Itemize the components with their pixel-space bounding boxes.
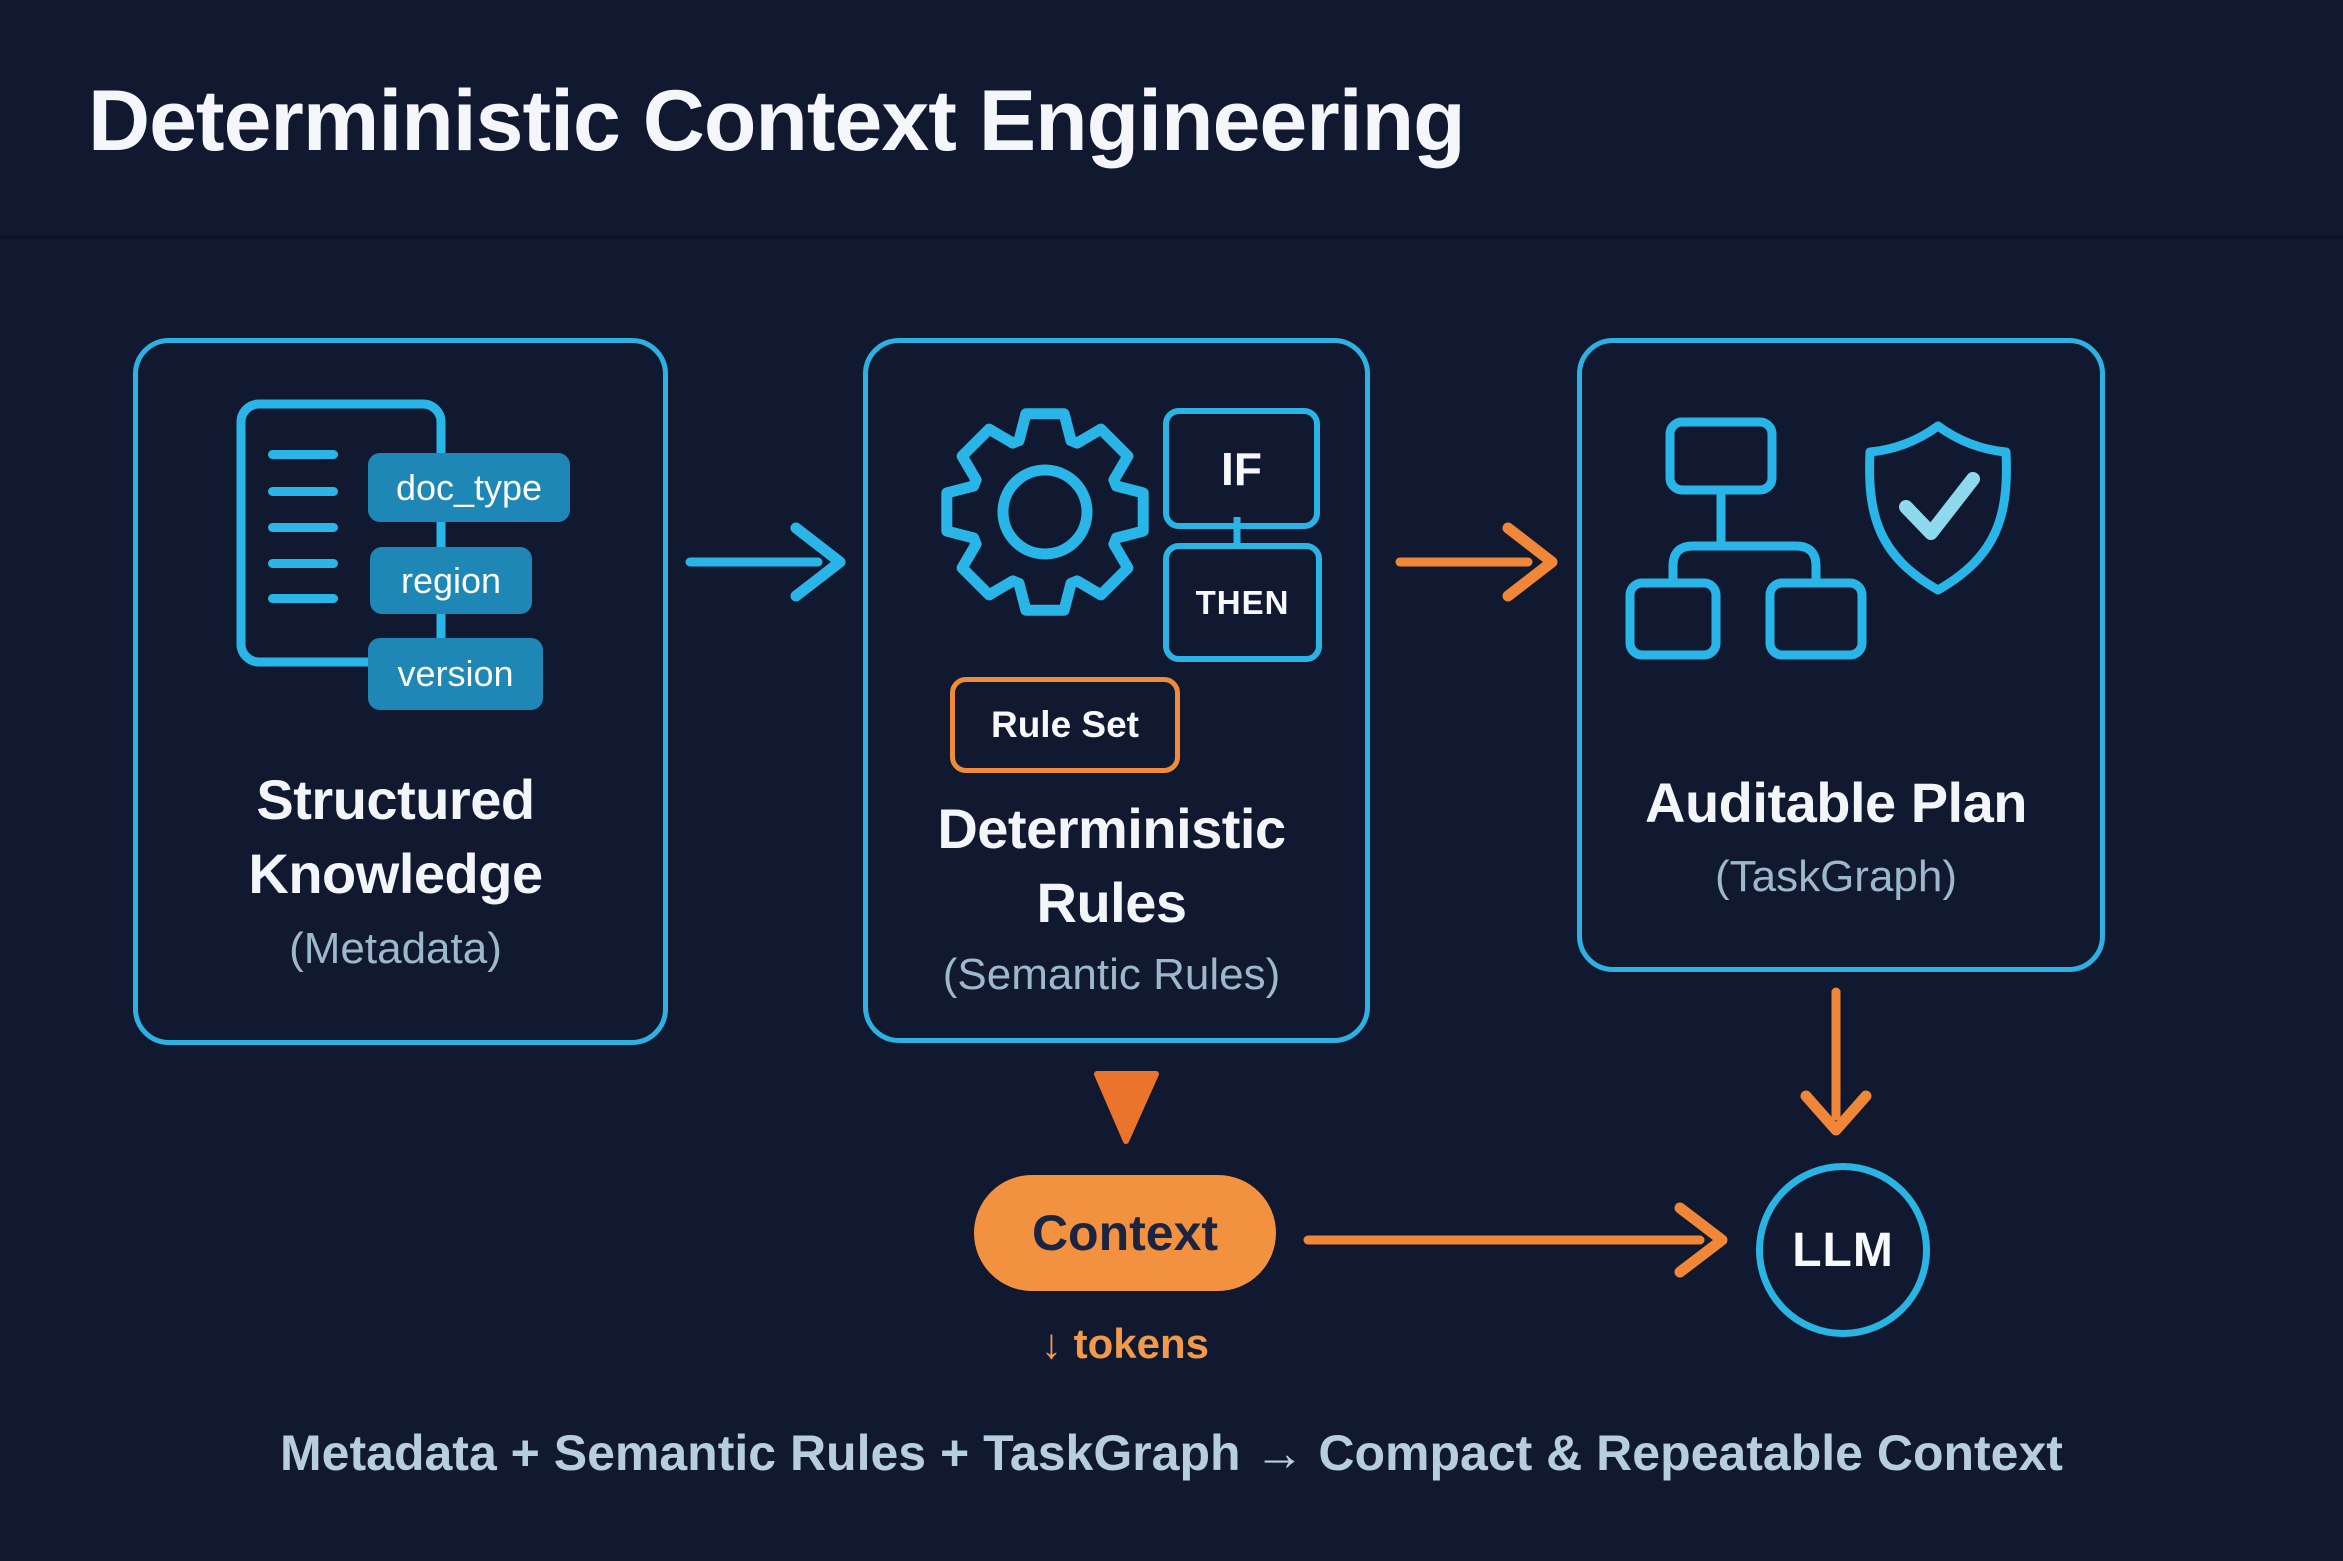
arrow-knowledge-to-rules — [685, 522, 846, 602]
context-pill: Context — [974, 1175, 1276, 1291]
rule-set-badge: Rule Set — [950, 677, 1180, 773]
deterministic-rules-heading: Deterministic Rules — [937, 797, 1286, 935]
page-title: Deterministic Context Engineering — [88, 73, 1466, 169]
arrow-context-to-llm — [1303, 1202, 1728, 1278]
structured-knowledge-panel — [133, 338, 668, 1045]
structured-knowledge-subheading: (Metadata) — [289, 924, 502, 973]
if-box: IF — [1163, 408, 1320, 529]
deterministic-rules-panel — [863, 338, 1370, 1043]
auditable-plan-panel — [1577, 338, 2105, 972]
llm-node: LLM — [1756, 1163, 1930, 1337]
auditable-plan-heading: Auditable Plan — [1645, 771, 2027, 834]
structured-knowledge-heading: Structured Knowledge — [248, 768, 543, 906]
then-box: THEN — [1163, 543, 1322, 662]
background-seam-line — [0, 236, 2343, 239]
metadata-tag-doc-type: doc_type — [368, 453, 570, 522]
metadata-tag-version: version — [368, 638, 543, 710]
arrow-plan-to-llm — [1800, 987, 1872, 1136]
metadata-tag-region: region — [370, 547, 532, 614]
summary-caption: Metadata + Semantic Rules + TaskGraph → … — [280, 1425, 2063, 1481]
arrow-rules-to-plan — [1395, 522, 1558, 602]
triangle-rules-to-context — [1094, 1071, 1159, 1144]
tokens-note: ↓ tokens — [1040, 1320, 1210, 1367]
auditable-plan-subheading: (TaskGraph) — [1714, 852, 1958, 901]
deterministic-rules-subheading: (Semantic Rules) — [942, 950, 1281, 999]
